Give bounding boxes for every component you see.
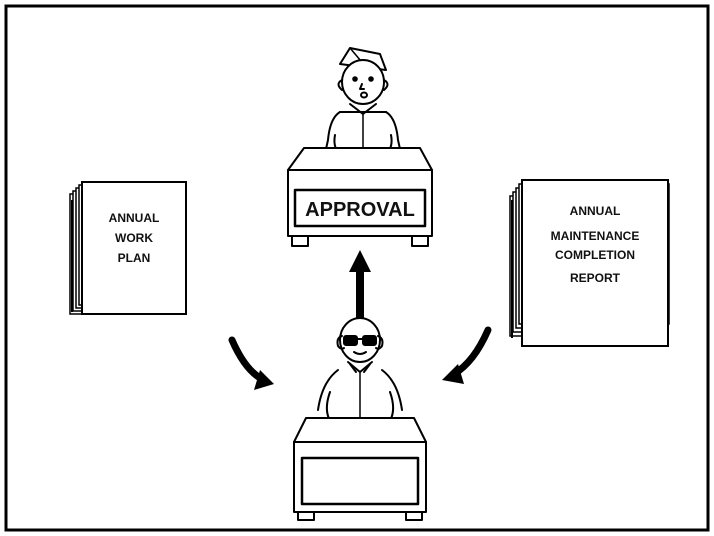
diagram-border (4, 4, 710, 532)
work-plan-line-1: ANNUAL (109, 211, 160, 225)
curved-arrow-from-work-plan (228, 336, 274, 390)
report-line-1: ANNUAL (570, 204, 621, 218)
curved-arrow-from-completion-report (442, 326, 492, 384)
report-line-3: COMPLETION (555, 248, 635, 262)
up-arrow-to-approval (349, 250, 371, 318)
approval-label: APPROVAL (305, 199, 415, 221)
work-plan-line-3: PLAN (118, 251, 151, 265)
approval-desk (287, 147, 433, 247)
work-plan-line-2: WORK (115, 231, 153, 245)
report-line-4: REPORT (570, 271, 621, 285)
annual-work-plan-document: ANNUAL WORK PLAN (69, 181, 187, 315)
report-line-2: MAINTENANCE (551, 229, 640, 243)
annual-maintenance-completion-report-document: ANNUAL MAINTENANCE COMPLETION REPORT (509, 179, 670, 347)
worker-desk (293, 417, 427, 521)
